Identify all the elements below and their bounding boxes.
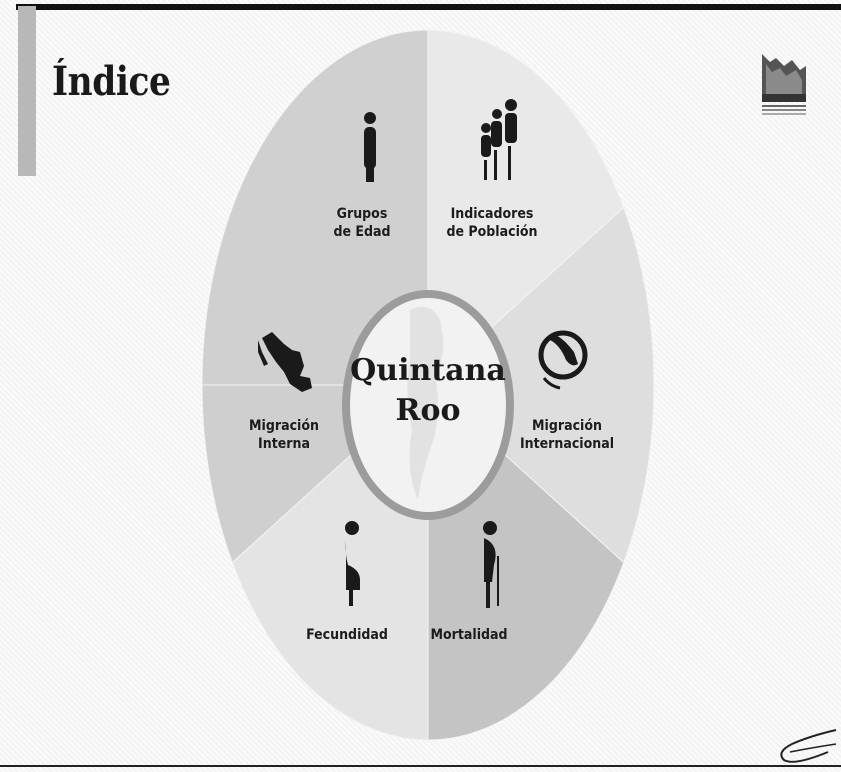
label-mig-interna-line2: Interna [258,436,310,452]
title-accent-bar [18,6,36,176]
label-grupos-line2: de Edad [333,224,390,240]
page-title: Índice [52,58,171,105]
segment-migracion-internacional [427,206,655,564]
label-mig-internacional-line1: Migración [532,418,602,434]
label-mig-interna-line1: Migración [249,418,319,434]
wheel-labels: Grupos de Edad Indicadores de Población … [249,206,614,643]
label-mig-internacional-line2: Internacional [520,436,614,452]
wheel-center: Quintana Roo [342,290,514,520]
mexico-map-icon [258,332,312,392]
label-fecundidad: Fecundidad [306,627,388,643]
center-title-line1: Quintana [350,353,506,388]
institution-logo [762,54,806,115]
signature-mark [780,729,837,763]
segment-indicadores [427,29,625,387]
center-title-line2: Roo [396,393,461,428]
label-indicadores-line2: de Población [446,224,537,240]
family-icon [481,99,517,180]
globe-map-icon [538,330,588,390]
pregnant-woman-icon [345,521,360,606]
label-indicadores-line1: Indicadores [451,206,534,222]
label-grupos-line1: Grupos [337,206,388,222]
elderly-person-icon [483,521,499,608]
quintana-roo-map-silhouette [407,306,444,500]
bottom-rule [0,765,841,767]
person-icon [364,112,376,182]
label-mortalidad: Mortalidad [430,627,507,643]
top-rule [16,4,841,10]
